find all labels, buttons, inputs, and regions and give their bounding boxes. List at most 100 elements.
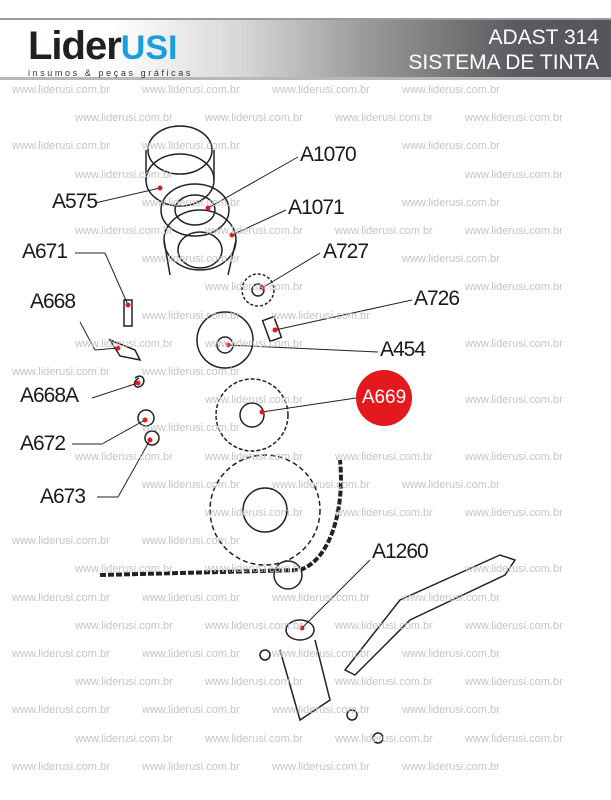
watermark-text: www.liderusi.com.br xyxy=(205,337,303,350)
chain xyxy=(99,459,343,577)
watermark-text: www.liderusi.com.br xyxy=(142,309,240,322)
watermark-text: www.liderusi.com.br xyxy=(465,281,563,294)
watermark-text: www.liderusi.com.br xyxy=(402,648,500,660)
part-a575 xyxy=(145,125,215,207)
leader-dots xyxy=(115,185,305,631)
watermark-text: www.liderusi.com.br xyxy=(465,112,563,125)
page-title: ADAST 314 SISTEMA DE TINTA xyxy=(408,25,599,75)
part-a1071 xyxy=(163,209,237,276)
watermark-text: www.liderusi.com.br xyxy=(272,648,370,660)
watermark-text: www.liderusi.com.br xyxy=(12,84,110,96)
header-banner: LiderUSI insumos & peças gráficas ADAST … xyxy=(0,18,611,80)
watermark-text: www.liderusi.com.br xyxy=(205,394,303,407)
watermark-text: www.liderusi.com.br xyxy=(465,732,563,745)
watermark-text: www.liderusi.com.br xyxy=(205,507,303,519)
watermark-text: www.liderusi.com.br xyxy=(205,450,303,463)
watermark-text: www.liderusi.com.br xyxy=(75,337,173,350)
watermark-text: www.liderusi.com.br xyxy=(335,450,433,463)
part-a672 xyxy=(137,409,155,427)
watermark-text: www.liderusi.com.br xyxy=(75,168,173,181)
label-a726: A726 xyxy=(414,287,460,310)
watermark-text: www.liderusi.com.br xyxy=(335,619,433,632)
watermark-text: www.liderusi.com.br xyxy=(272,704,370,717)
watermark-text: www.liderusi.com.br xyxy=(402,591,500,604)
leader-lines xyxy=(72,156,413,629)
watermark-text: www.liderusi.com.br xyxy=(142,648,240,660)
watermark-text: www.liderusi.com.br xyxy=(205,281,303,294)
part-a1260 xyxy=(279,619,331,722)
logo-accent-text: USI xyxy=(120,29,178,67)
liderusi-logo: LiderUSI insumos & peças gráficas xyxy=(28,24,190,78)
watermark-text: www.liderusi.com.br xyxy=(205,732,303,745)
part-a1070 xyxy=(160,183,230,237)
label-a671: A671 xyxy=(22,240,68,263)
logo-tagline: insumos & peças gráficas xyxy=(28,68,193,78)
watermark-text: www.liderusi.com.br xyxy=(465,563,563,576)
watermark-text: www.liderusi.com.br xyxy=(142,140,240,153)
part-a726 xyxy=(261,315,283,343)
watermark-text: www.liderusi.com.br xyxy=(465,507,563,519)
watermark-text: www.liderusi.com.br xyxy=(75,450,173,463)
watermark-text: www.liderusi.com.br xyxy=(142,535,240,548)
label-a727: A727 xyxy=(323,240,369,263)
watermark-text: www.liderusi.com.br xyxy=(205,225,303,237)
watermark-text: www.liderusi.com.br xyxy=(12,591,110,604)
watermark-text: www.liderusi.com.br xyxy=(465,450,563,463)
watermark-text: www.liderusi.com.br xyxy=(142,760,240,773)
watermark-text: www.liderusi.com.br xyxy=(335,112,433,125)
watermark-text: www.liderusi.com.br xyxy=(75,563,173,576)
watermark-text: www.liderusi.com.br xyxy=(12,366,110,378)
watermark-text: www.liderusi.com.br xyxy=(12,760,110,773)
watermark-text: www.liderusi.com.br xyxy=(335,732,433,745)
watermark-text: www.liderusi.com.br xyxy=(402,478,500,491)
watermark-text: www.liderusi.com.br xyxy=(402,84,500,96)
watermark-text: www.liderusi.com.br xyxy=(142,84,240,96)
label-a668: A668 xyxy=(30,290,76,313)
watermark-text: www.liderusi.com.br xyxy=(12,140,110,153)
part-a671 xyxy=(123,299,133,327)
watermark-text: www.liderusi.com.br xyxy=(465,337,563,350)
handle xyxy=(343,554,517,676)
watermark-text: www.liderusi.com.br xyxy=(142,196,240,209)
watermark-text: www.liderusi.com.br xyxy=(12,704,110,717)
watermark-text: www.liderusi.com.br xyxy=(272,760,370,773)
watermark-text: www.liderusi.com.br xyxy=(402,253,500,266)
label-a669-highlighted: A669 xyxy=(356,370,412,426)
watermark-text: www.liderusi.com.br xyxy=(142,366,240,378)
watermark-text: www.liderusi.com.br xyxy=(142,422,240,435)
watermark-text: www.liderusi.com.br xyxy=(272,591,370,604)
watermark-text: www.liderusi.com.br xyxy=(465,394,563,407)
watermark-text: www.liderusi.com.br xyxy=(465,225,563,237)
watermark-text: www.liderusi.com.br xyxy=(142,478,240,491)
label-a575: A575 xyxy=(52,190,98,213)
watermark-text: www.liderusi.com.br xyxy=(75,225,173,237)
watermark-text: www.liderusi.com.br xyxy=(12,648,110,660)
watermark-text: www.liderusi.com.br xyxy=(402,196,500,209)
part-a668a xyxy=(133,375,145,388)
label-a1070: A1070 xyxy=(300,143,357,166)
watermark-text: www.liderusi.com.br xyxy=(205,112,303,125)
watermark-text: www.liderusi.com.br xyxy=(402,704,500,717)
label-a668a: A668A xyxy=(20,384,79,407)
watermark-text: www.liderusi.com.br xyxy=(75,676,173,689)
watermark-text: www.liderusi.com.br xyxy=(335,225,433,237)
watermark-text: www.liderusi.com.br xyxy=(75,732,173,745)
watermark-text: www.liderusi.com.br xyxy=(465,676,563,689)
watermark-text: www.liderusi.com.br xyxy=(335,507,433,519)
watermark-text: www.liderusi.com.br xyxy=(75,112,173,125)
part-a668 xyxy=(108,338,142,362)
watermark-text: www.liderusi.com.br xyxy=(142,704,240,717)
part-a727 xyxy=(241,273,275,307)
sprocket xyxy=(209,454,321,566)
part-a673 xyxy=(144,430,160,446)
watermark-text: www.liderusi.com.br xyxy=(272,309,370,322)
label-a673: A673 xyxy=(40,485,86,508)
title-model: ADAST 314 xyxy=(488,26,599,49)
watermark-text: www.liderusi.com.br xyxy=(205,619,303,632)
watermark-text: www.liderusi.com.br xyxy=(205,676,303,689)
watermark-text: www.liderusi.com.br xyxy=(335,676,433,689)
title-system: SISTEMA DE TINTA xyxy=(408,51,599,74)
label-a1260: A1260 xyxy=(372,540,429,563)
